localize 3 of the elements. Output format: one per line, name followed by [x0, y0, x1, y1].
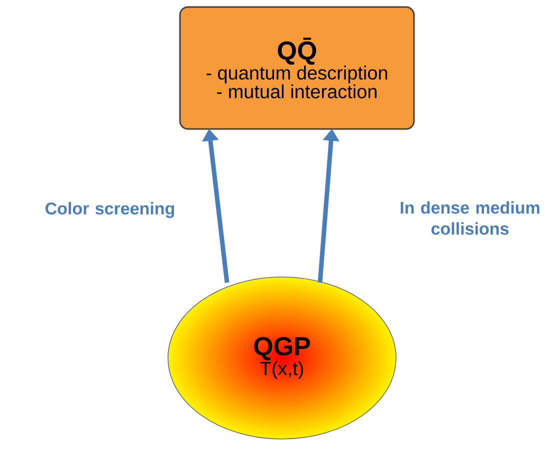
process-box: QQ̄ - quantum description - mutual interaction: [179, 6, 415, 130]
edge-label: Color screening: [46, 202, 174, 218]
edge-label: In dense medium collisions: [400, 201, 540, 235]
